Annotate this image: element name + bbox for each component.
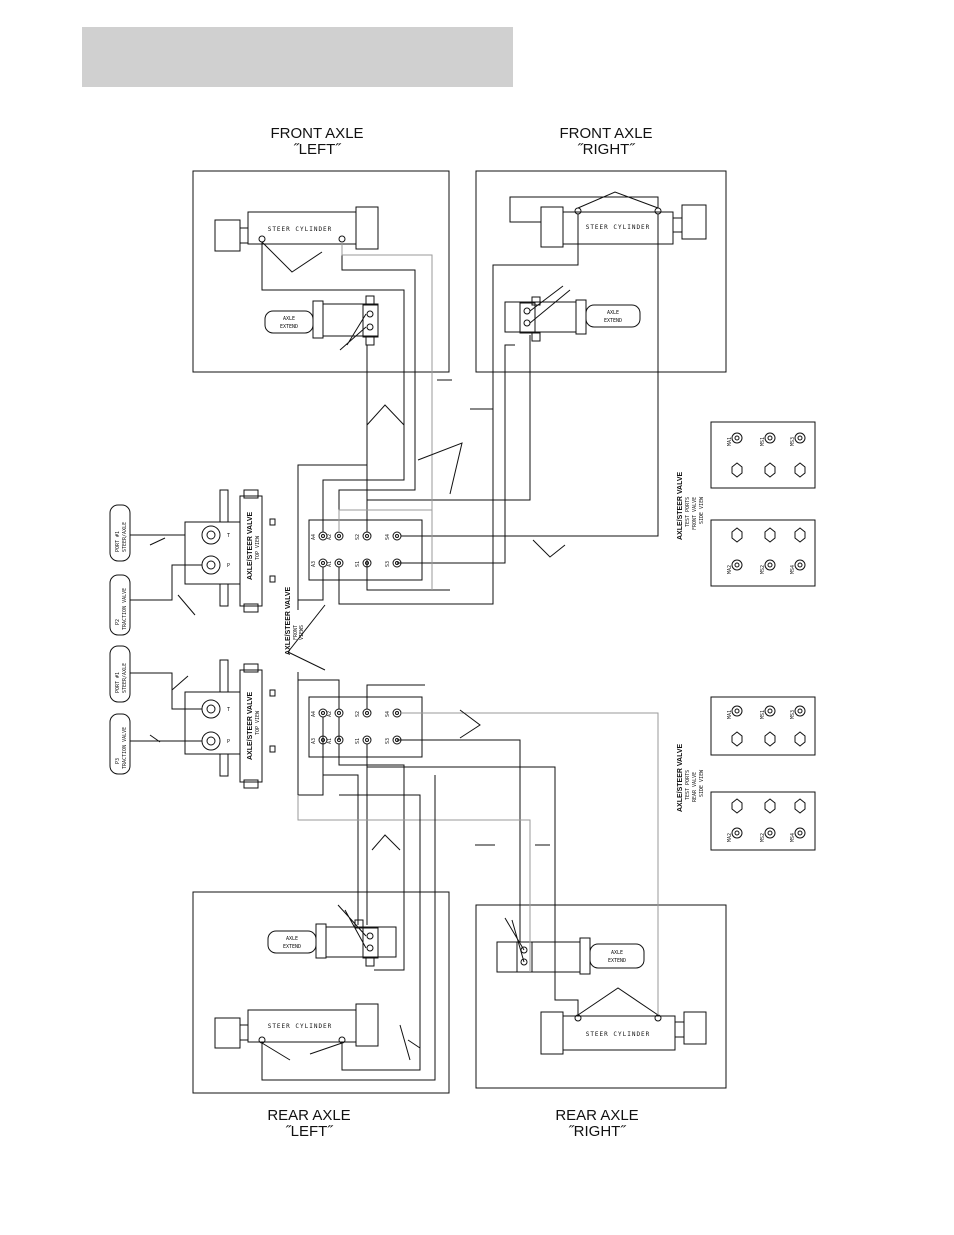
svg-text:T: T	[227, 707, 230, 713]
steer-cylinder-label-fr: STEER CYLINDER	[586, 224, 651, 231]
rear-right-axle-box: AXLE EXTEND STEER CYLINDER	[475, 904, 727, 1089]
front-views-label-1: AXLE/STEER VALVE	[285, 586, 292, 655]
svg-text:AXLE/STEER VALVE: AXLE/STEER VALVE	[247, 691, 254, 760]
svg-text:A1: A1	[327, 561, 333, 567]
steer-cylinder-label: STEER CYLINDER	[268, 226, 333, 233]
svg-text:AXLE: AXLE	[283, 316, 295, 322]
header-bar	[82, 27, 513, 87]
title-front-left-2: ˝LEFT˝	[294, 141, 342, 158]
svg-text:TRACTION VALVE: TRACTION VALVE	[122, 727, 128, 769]
svg-text:T: T	[227, 533, 230, 539]
title-rear-right-2: ˝RIGHT˝	[569, 1123, 627, 1140]
svg-text:AXLE/STEER VALVE: AXLE/STEER VALVE	[677, 743, 684, 812]
svg-text:FRONT: FRONT	[293, 625, 299, 640]
svg-text:A2: A2	[327, 534, 333, 540]
test-ports-front-panel-2: MA2 MS2 MS4	[710, 519, 816, 587]
svg-text:S2: S2	[355, 534, 361, 540]
svg-text:S3: S3	[385, 738, 391, 744]
test-ports-rear-panel-2: MA2 MS2 MS4	[710, 791, 816, 851]
svg-text:STEER/AXLE: STEER/AXLE	[122, 663, 128, 693]
svg-text:AXLE: AXLE	[607, 310, 619, 316]
svg-text:S1: S1	[355, 561, 361, 567]
test-ports-rear-label: AXLE/STEER VALVE TEST PORTS REAR VALVE S…	[677, 743, 705, 812]
svg-text:AXLE/STEER VALVE: AXLE/STEER VALVE	[677, 471, 684, 540]
svg-text:MS4: MS4	[790, 833, 796, 842]
svg-text:EXTEND: EXTEND	[608, 958, 626, 964]
rear-left-axle-box: AXLE EXTEND STEER CYLINDER	[192, 891, 450, 1094]
svg-text:A4: A4	[311, 534, 317, 540]
svg-text:AXLE: AXLE	[611, 950, 623, 956]
front-valve-top-view: T P AXLE/STEER VALVE TOP VIEW	[184, 489, 276, 613]
svg-text:P2: P2	[115, 619, 121, 625]
svg-text:P: P	[227, 563, 230, 569]
svg-text:TEST PORTS: TEST PORTS	[685, 770, 691, 800]
front-valve-ports-bottom: A3 A1 S1 S3	[311, 558, 402, 568]
test-ports-rear-panel-1: MA1 MS1 MS3	[710, 696, 816, 756]
svg-text:EXTEND: EXTEND	[604, 318, 622, 324]
svg-text:A3: A3	[311, 738, 317, 744]
svg-text:MS1: MS1	[760, 437, 766, 446]
steer-cylinder-label-rl: STEER CYLINDER	[268, 1023, 333, 1030]
svg-text:PORT #1: PORT #1	[115, 672, 121, 693]
port-steer-axle-tag-front: PORT #1 STEER/AXLE	[109, 504, 131, 562]
traction-valve-tag-rear: P3 TRACTION VALVE	[109, 713, 131, 775]
svg-text:MS4: MS4	[790, 565, 796, 574]
title-rear-right-1: REAR AXLE	[555, 1107, 638, 1124]
front-right-axle-box: STEER CYLINDER AXLE EXTEND	[475, 170, 727, 373]
rear-valve-top-view: T P AXLE/STEER VALVE TOP VIEW	[184, 659, 276, 789]
title-rear-left-2: ˝LEFT˝	[286, 1123, 334, 1140]
svg-text:MA2: MA2	[727, 565, 733, 574]
svg-text:A4: A4	[311, 711, 317, 717]
svg-text:EXTEND: EXTEND	[283, 944, 301, 950]
hydraulic-lines	[261, 214, 659, 1081]
svg-text:MS2: MS2	[760, 833, 766, 842]
svg-text:A2: A2	[327, 711, 333, 717]
svg-text:PORT #1: PORT #1	[115, 531, 121, 552]
svg-text:MS3: MS3	[790, 437, 796, 446]
svg-text:MS1: MS1	[760, 710, 766, 719]
svg-text:MA1: MA1	[727, 710, 733, 719]
svg-text:FRONT VALVE: FRONT VALVE	[692, 497, 698, 530]
svg-text:S2: S2	[355, 711, 361, 717]
title-rear-left-1: REAR AXLE	[267, 1107, 350, 1124]
front-axle-steer-valve: A4 A2 S2 S4 A3 A1 S1 S3	[308, 519, 423, 581]
svg-text:EXTEND: EXTEND	[280, 324, 298, 330]
svg-text:S4: S4	[385, 534, 391, 540]
svg-text:TRACTION VALVE: TRACTION VALVE	[122, 588, 128, 630]
svg-text:TOP VIEW: TOP VIEW	[255, 710, 261, 735]
svg-text:S1: S1	[355, 738, 361, 744]
rear-axle-steer-valve: A4 A2 S2 S4 A3 A1 S1 S3	[308, 696, 423, 758]
svg-text:AXLE/STEER VALVE: AXLE/STEER VALVE	[247, 511, 254, 580]
svg-text:STEER/AXLE: STEER/AXLE	[122, 522, 128, 552]
title-front-right-1: FRONT AXLE	[559, 125, 652, 142]
svg-text:MA2: MA2	[727, 833, 733, 842]
svg-text:REAR VALVE: REAR VALVE	[692, 772, 698, 802]
svg-text:MS3: MS3	[790, 710, 796, 719]
traction-valve-tag-front: P2 TRACTION VALVE	[109, 574, 131, 636]
svg-text:MS2: MS2	[760, 565, 766, 574]
svg-text:A1: A1	[327, 738, 333, 744]
title-front-right-2: ˝RIGHT˝	[578, 141, 636, 158]
svg-text:S3: S3	[385, 561, 391, 567]
svg-text:TEST PORTS: TEST PORTS	[685, 497, 691, 527]
svg-text:SIDE VIEW: SIDE VIEW	[699, 496, 705, 524]
svg-text:P3: P3	[115, 758, 121, 764]
svg-text:MA1: MA1	[727, 437, 733, 446]
svg-text:VIEWS: VIEWS	[299, 625, 305, 640]
svg-text:P: P	[227, 739, 230, 745]
svg-text:SIDE VIEW: SIDE VIEW	[699, 769, 705, 797]
test-ports-front-panel-1: MA1 MS1 MS3	[710, 421, 816, 489]
steer-cylinder-label-rr: STEER CYLINDER	[586, 1031, 651, 1038]
svg-text:TOP VIEW: TOP VIEW	[255, 535, 261, 560]
svg-text:A3: A3	[311, 561, 317, 567]
test-ports-front-label: AXLE/STEER VALVE TEST PORTS FRONT VALVE …	[677, 471, 705, 540]
svg-text:AXLE: AXLE	[286, 936, 298, 942]
port-steer-axle-tag-rear: PORT #1 STEER/AXLE	[109, 645, 131, 703]
front-valve-ports-top: A4 A2 S2 S4	[311, 531, 402, 541]
svg-text:S4: S4	[385, 711, 391, 717]
front-left-axle-box: STEER CYLINDER AXLE EXTEND	[192, 170, 450, 373]
title-front-left-1: FRONT AXLE	[270, 125, 363, 142]
